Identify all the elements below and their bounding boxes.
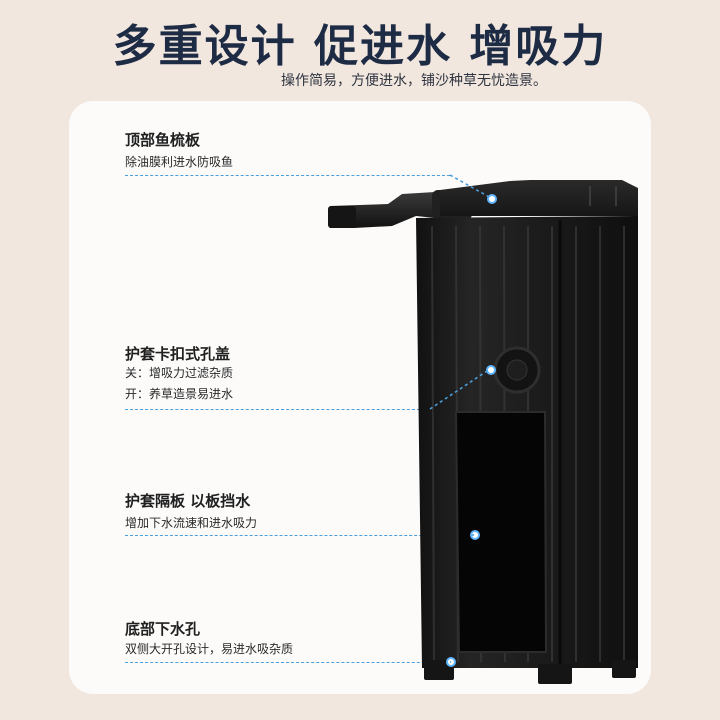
callout-line-cover: [125, 409, 430, 410]
section-title-bottom-hole: 底部下水孔: [125, 620, 201, 638]
section-desc-cover-open: 开：养草造景易进水: [125, 387, 234, 401]
outlet-pipe: [330, 192, 458, 228]
callout-line-bottom-hole: [125, 662, 450, 663]
section-desc-top-comb: 除油膜利进水防吸鱼: [125, 155, 234, 169]
section-desc-bottom-hole: 双侧大开孔设计，易进水吸杂质: [125, 642, 294, 656]
subtitle: 操作简易，方便进水，铺沙种草无忧造景。: [281, 73, 547, 89]
foot-mid: [538, 664, 572, 684]
section-title-top-comb: 顶部鱼梳板: [125, 131, 201, 149]
callout-dot-top-comb: [487, 194, 497, 204]
callout-dot-cover: [486, 365, 496, 375]
callout-dot-baffle: [470, 530, 480, 540]
section-title-cover: 护套卡扣式孔盖: [125, 345, 231, 363]
top-cap: [440, 180, 638, 216]
section-desc-baffle: 增加下水流速和进水吸力: [125, 516, 258, 530]
callout-line-top-comb: [125, 175, 450, 176]
outlet-nozzle: [328, 206, 356, 228]
section-title-baffle: 护套隔板 以板挡水: [125, 492, 251, 510]
filter-product-illustration: [328, 180, 638, 684]
section-desc-cover-close: 关：增吸力过滤杂质: [125, 366, 234, 380]
foot-right: [612, 660, 636, 678]
headline: 多重设计 促进水 增吸力: [112, 21, 608, 72]
baffle-window: [454, 411, 548, 653]
callout-line-baffle: [125, 535, 472, 536]
